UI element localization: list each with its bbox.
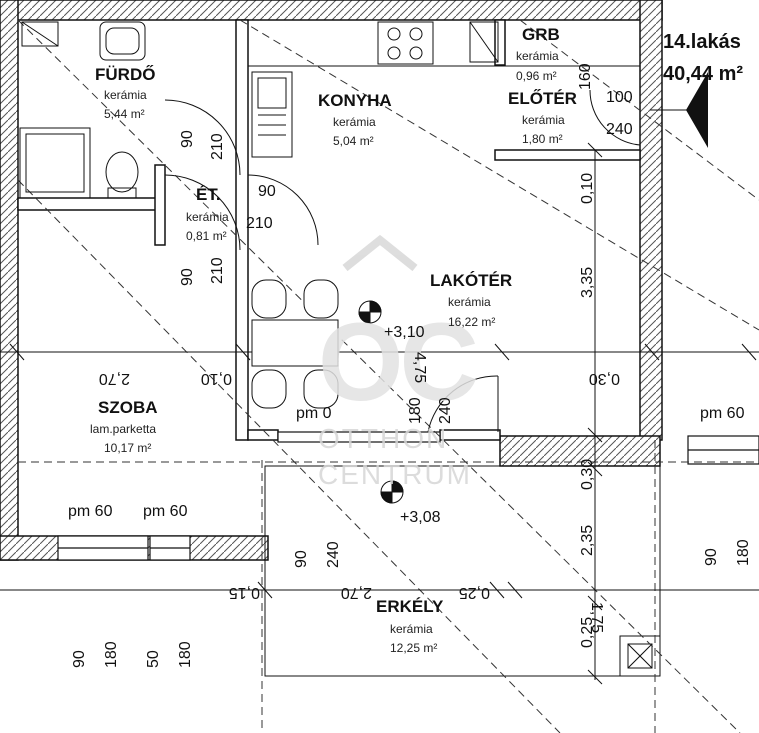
dimension-labels: 90 210 90 210 90 210 100 240 160 0,10 3,… (71, 63, 752, 668)
dimension-label: 1,75 (588, 602, 605, 633)
dimension-label: 180 (735, 539, 752, 566)
watermark-line1: OTTHON (318, 423, 448, 454)
dining-table (251, 279, 339, 409)
room-area: 12,25 m² (390, 641, 437, 655)
room-area: 16,22 m² (448, 315, 495, 329)
watermark: OC OTTHON CENTRUM (318, 234, 481, 490)
room-floor: kerámia (186, 210, 229, 224)
sill-label: pm 0 (296, 405, 332, 422)
dimension-label: 210 (209, 257, 226, 284)
sill-labels: pm 60 pm 60 pm 60 pm 0 (68, 405, 745, 520)
dimension-label: 210 (209, 133, 226, 160)
room-floor: kerámia (333, 115, 376, 129)
level-text: +3,08 (400, 509, 441, 526)
room-name: LAKÓTÉR (430, 271, 512, 290)
watermark-logo: OC (318, 301, 477, 424)
dimension-lines (0, 142, 759, 685)
dimension-label: 2,70 (341, 584, 372, 601)
room-floor: kerámia (104, 88, 147, 102)
room-name: ERKÉLY (376, 597, 444, 616)
dimension-label: 90 (703, 548, 720, 566)
unit-area: 40,44 m² (663, 63, 743, 85)
dimension-label: 240 (437, 397, 454, 424)
dimension-label: 3,35 (579, 267, 596, 298)
room-floor: kerámia (516, 49, 559, 63)
windows (57, 431, 759, 561)
room-floor: kerámia (448, 295, 491, 309)
dimension-label: 240 (606, 121, 633, 138)
room-area: 0,96 m² (516, 69, 557, 83)
room-name: KONYHA (318, 91, 392, 110)
level-text: +3,10 (384, 324, 425, 341)
dimension-label: 240 (325, 541, 342, 568)
dimension-label: 0,30 (579, 459, 596, 490)
dimension-label: 0,25 (579, 617, 596, 648)
dimension-label: 0,15 (229, 584, 260, 601)
dimension-label: 90 (179, 268, 196, 286)
room-name: ELŐTÉR (508, 89, 577, 108)
room-labels: FÜRDŐ kerámia 5,44 m² KONYHA kerámia 5,0… (90, 25, 577, 655)
section-marker-icon (650, 72, 708, 148)
level-marker-icon (358, 300, 404, 504)
room-area: 1,80 m² (522, 132, 563, 146)
interior-walls (17, 19, 641, 441)
bathroom-fixtures (19, 21, 499, 199)
dashed-guide-lines (17, 19, 759, 733)
dimension-label: 2,35 (579, 525, 596, 556)
dimension-label: 0,30 (589, 370, 620, 387)
room-floor: lam.parketta (90, 422, 156, 436)
sill-label: pm 60 (700, 405, 745, 422)
dimension-label: 90 (258, 183, 276, 200)
dimension-label: 100 (606, 89, 633, 106)
dimension-label: 180 (103, 641, 120, 668)
kitchen-fixtures (251, 21, 434, 158)
unit-title: 14.lakás (663, 31, 741, 53)
room-floor: kerámia (390, 622, 433, 636)
dimension-label: 180 (407, 397, 424, 424)
dimension-label: 4,75 (411, 352, 428, 383)
dimension-label: 180 (177, 641, 194, 668)
dimension-label: 2,70 (99, 370, 130, 387)
dimension-label: 90 (179, 130, 196, 148)
dimension-label: 50 (145, 650, 162, 668)
room-area: 0,81 m² (186, 229, 227, 243)
room-name: GRB (522, 25, 560, 44)
dimension-label: 90 (293, 550, 310, 568)
room-area: 10,17 m² (104, 441, 151, 455)
dimension-label: 90 (71, 650, 88, 668)
dimension-label: 0,10 (201, 370, 232, 387)
room-name: SZOBA (98, 398, 158, 417)
room-area: 5,44 m² (104, 107, 145, 121)
dimension-label: 160 (577, 63, 594, 90)
room-area: 5,04 m² (333, 134, 374, 148)
dimension-label: 0,10 (579, 173, 596, 204)
room-floor: kerámia (522, 113, 565, 127)
dimension-label: 0,25 (459, 584, 490, 601)
room-outlines (248, 65, 661, 677)
dimension-label: 210 (246, 215, 273, 232)
sill-label: pm 60 (143, 503, 188, 520)
sill-label: pm 60 (68, 503, 113, 520)
watermark-line2: CENTRUM (318, 459, 472, 490)
room-name: FÜRDŐ (95, 65, 155, 84)
room-name: ÉT. (196, 185, 221, 204)
door-swings (164, 89, 641, 433)
